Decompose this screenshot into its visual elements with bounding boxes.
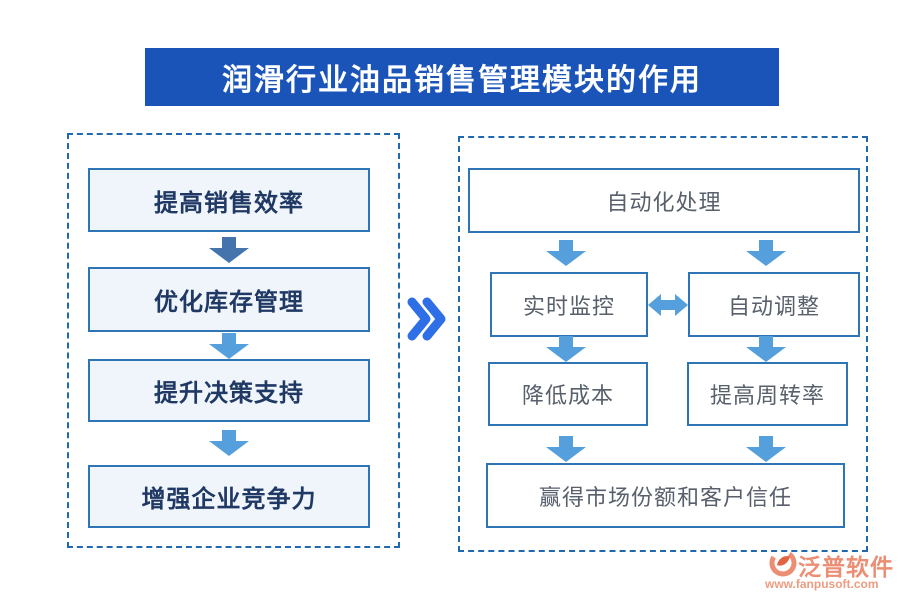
left-step-box-3: 提升决策支持 [88,359,370,422]
down-arrow-icon [546,336,586,362]
right-result-box-1: 降低成本 [488,362,648,426]
down-arrow-icon [546,436,586,462]
right-mid-box-2: 自动调整 [688,272,860,337]
right-top-label: 自动化处理 [606,189,722,215]
right-result-label-2: 提高周转率 [709,383,825,408]
right-result-box-2: 提高周转率 [687,362,848,426]
fanpu-logo-text: 泛普软件 [798,555,894,580]
left-step-label-2: 优化库存管理 [154,290,304,316]
right-bottom-box: 赢得市场份额和客户信任 [486,463,845,528]
left-panel [67,133,400,548]
down-arrow-icon [209,430,249,456]
down-arrow-icon [209,333,249,359]
right-bottom-label: 赢得市场份额和客户信任 [538,484,792,510]
left-right-arrow-icon [648,294,688,316]
right-top-box: 自动化处理 [468,168,860,233]
right-mid-label-1: 实时监控 [522,293,615,319]
double-chevron-icon [407,297,446,341]
down-arrow-icon [209,237,249,263]
left-step-box-2: 优化库存管理 [88,267,370,332]
down-arrow-icon [746,436,786,462]
right-mid-box-1: 实时监控 [490,272,648,337]
fanpu-logo-url: www.fanpusoft.com [765,577,879,591]
left-step-label-3: 提升决策支持 [154,381,304,407]
left-step-label-4: 增强企业竞争力 [141,487,317,513]
down-arrow-icon [546,240,586,266]
right-panel [458,136,868,552]
title-banner: 润滑行业油品销售管理模块的作用 [145,48,779,106]
right-mid-label-2: 自动调整 [727,293,820,319]
right-result-label-1: 降低成本 [521,383,614,408]
down-arrow-icon [746,336,786,362]
left-step-label-1: 提高销售效率 [154,190,304,217]
left-step-box-1: 提高销售效率 [88,168,370,232]
left-step-box-4: 增强企业竞争力 [88,465,370,528]
page-title: 润滑行业油品销售管理模块的作用 [222,64,702,97]
down-arrow-icon [746,240,786,266]
fanpu-logo-icon [769,549,797,577]
